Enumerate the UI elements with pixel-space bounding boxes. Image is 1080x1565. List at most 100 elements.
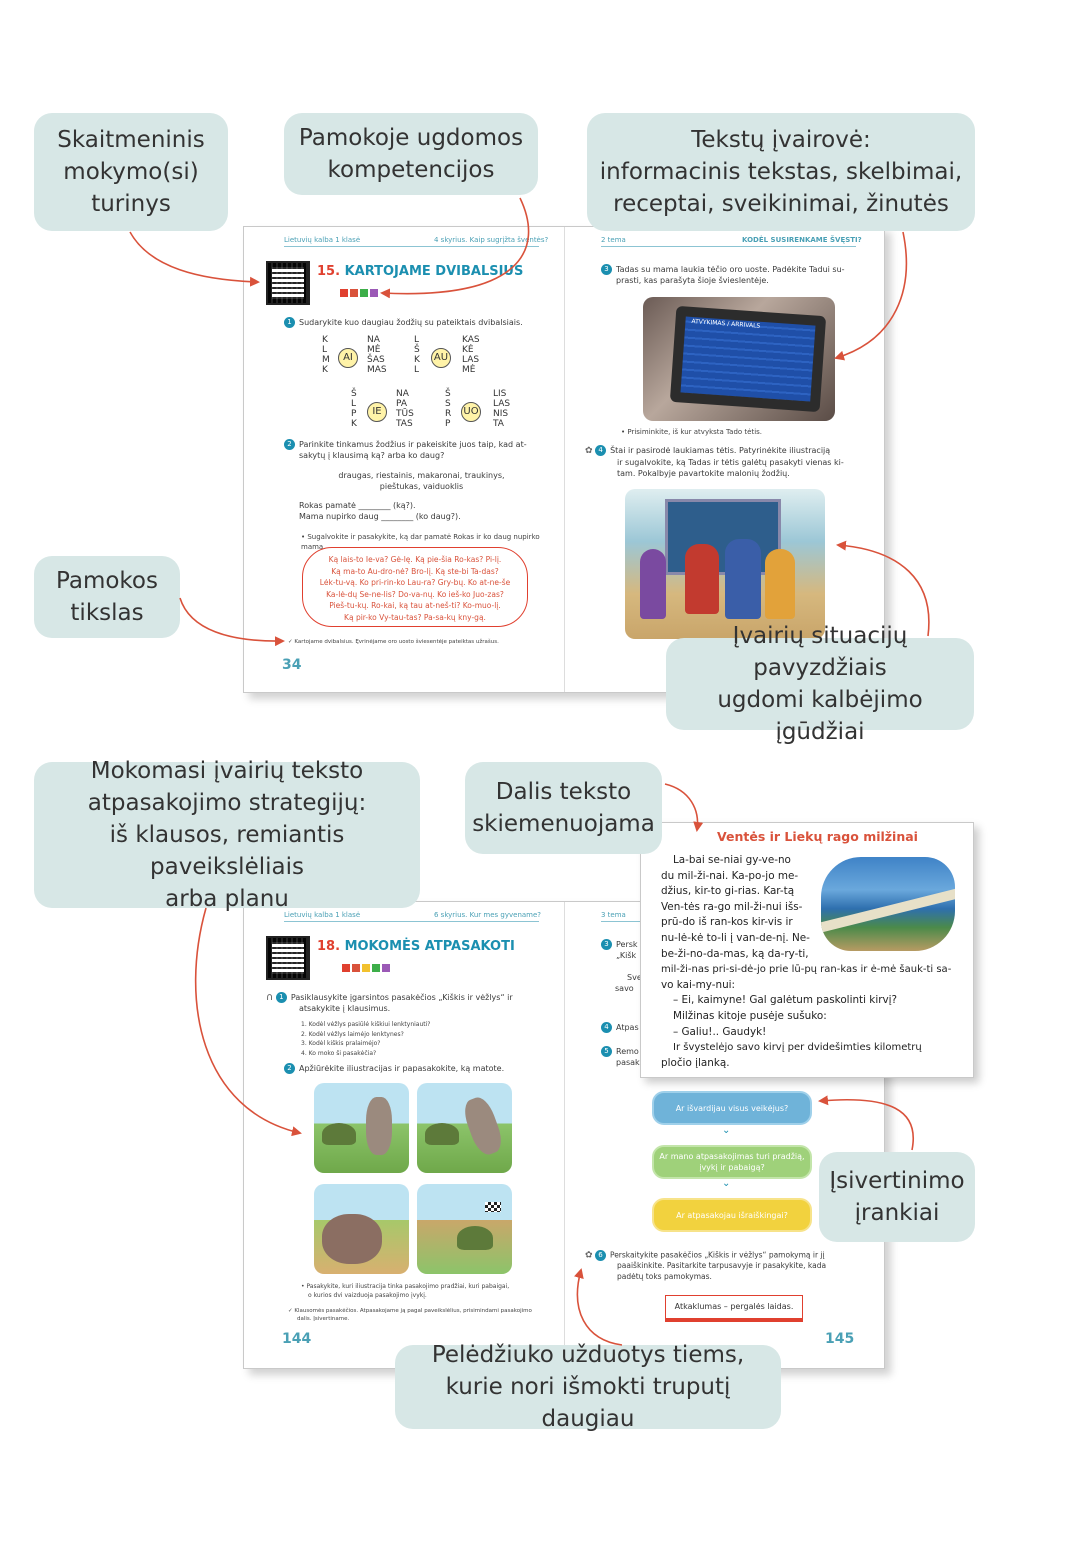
lesson-moral-box: Atkaklumas – pergalės laidas.: [665, 1295, 803, 1322]
competency-square-purple: [370, 289, 378, 297]
diphthong-ai: AI: [338, 348, 358, 368]
task-number-icon: 6: [594, 1250, 606, 1261]
task-number-icon: 2: [284, 439, 295, 450]
task-number-icon: 5: [601, 1046, 612, 1057]
task-1: 1 Sudarykite kuo daugiau žodžių su pateik…: [284, 317, 554, 328]
self-check-pill-2: Ar mano atpasakojimas turi pradžią, įvyk…: [652, 1145, 812, 1179]
fable-illustration-3: [314, 1184, 409, 1274]
lesson-goal-text: ✓ Klausomės pasakėčios. Atpasakojame ją …: [288, 1308, 532, 1322]
airport-photo: ATVYKIMAS / ARRIVALS: [643, 297, 835, 421]
bullet-instruction: • Sugalvokite ir pasakykite, ką dar pama…: [301, 533, 540, 551]
lesson-title-text: MOKOMĖS ATPASAKOTI: [344, 939, 515, 954]
diphthong-ie: IE: [367, 402, 387, 422]
diphthong-uo: UO: [461, 402, 481, 422]
task-number-icon: 3: [601, 939, 612, 950]
callout-owl-tasks: Pelėdžiuko užduotys tiems,kurie nori išm…: [395, 1342, 781, 1432]
page-header-left: Lietuvių kalba 1 klasė: [284, 911, 361, 919]
competency-square-yellow: [362, 964, 370, 972]
task-number-icon: 1: [275, 992, 287, 1003]
poem-text: Ką lais-to Ie-va? Gė-lę. Ką pie-šia Ro-k…: [319, 555, 511, 622]
page-left: Lietuvių kalba 1 klasė 4 skyrius. Kaip s…: [244, 227, 565, 692]
header-rule: [284, 246, 539, 247]
airport-reunion-illustration: [625, 489, 825, 639]
lesson-number: 18.: [317, 939, 341, 954]
task-number-icon: 3: [601, 264, 612, 275]
task-1-text: Sudarykite kuo daugiau žodžių su pateikt…: [299, 318, 523, 327]
bullet-instruction: • Pasakykite, kuri iliustracija tinka pa…: [301, 1283, 510, 1299]
arrow-digital: [129, 231, 260, 287]
owl-icon: ✿: [585, 1250, 593, 1261]
lesson-title-text: KARTOJAME DVIBALSIUS: [344, 264, 524, 279]
page-header-theme: 3 tema: [601, 911, 626, 919]
syllable-text-box: Ventės ir Liekų rago milžinai La-bai se-…: [640, 822, 974, 1078]
header-rule: [601, 246, 856, 247]
competency-square-red2: [350, 289, 358, 297]
fable-illustration-2: [417, 1083, 512, 1173]
competency-square-red: [340, 289, 348, 297]
headphones-icon: ∩: [266, 992, 274, 1003]
page-number-left: 34: [282, 657, 302, 673]
word-list: draugas, riestainis, makaronai, traukiny…: [338, 471, 505, 491]
finish-flag-icon: [485, 1202, 501, 1212]
competency-square-red2: [352, 964, 360, 972]
arrivals-board: ATVYKIMAS / ARRIVALS: [669, 305, 827, 413]
page-header-theme: 2 tema: [601, 236, 626, 244]
page-header-chapter: 4 skyrius. Kaip sugrįžta šventės?: [434, 236, 549, 244]
chevron-down-icon: ⌄: [722, 1125, 731, 1136]
task-3-partial-sub: Sve savo: [615, 973, 642, 993]
textbook-spread-bottom: Lietuvių kalba 1 klasė 6 skyrius. Kur me…: [243, 901, 885, 1369]
task-number-icon: 1: [284, 317, 295, 328]
lesson-goal-text: ✓ Kartojame dvibalsius. Ęvrinėjame oro u…: [288, 639, 499, 645]
example-sentences: Rokas pamatė ________ (ką?). Mama nupirk…: [299, 501, 461, 521]
lesson-title: 18. MOKOMĖS ATPASAKOTI: [317, 939, 515, 954]
lesson-number: 15.: [317, 264, 341, 279]
bullet-right: • Prisiminkite, iš kur atvyksta Tado tėt…: [621, 428, 763, 436]
qr-code-icon: [266, 261, 310, 305]
task-number-icon: 4: [601, 1022, 612, 1033]
text-box-body: La-bai se-niai gy-ve-no du mil-ži-nai. K…: [661, 854, 952, 1069]
page-number-left: 144: [282, 1331, 312, 1347]
page-header-chapter: 6 skyrius. Kur mes gyvename?: [434, 911, 542, 919]
competency-square-green: [372, 964, 380, 972]
fable-illustration-1: [314, 1083, 409, 1173]
competency-square-purple: [382, 964, 390, 972]
page-header-left: Lietuvių kalba 1 klasė: [284, 236, 361, 244]
lesson-title: 15. KARTOJAME DVIBALSIUS: [317, 264, 523, 279]
poem-box: [302, 547, 528, 627]
question-list: 1. Kodėl vėžlys pasiūlė kiškiui lenktyni…: [301, 1021, 431, 1057]
task-number-icon: 4: [595, 445, 607, 456]
header-rule: [284, 921, 539, 922]
callout-text-variety: Tekstų įvairovė:informacinis tekstas, sk…: [587, 113, 975, 231]
chevron-down-icon: ⌄: [722, 1178, 731, 1189]
owl-icon: ✿: [585, 446, 593, 456]
competency-square-green: [360, 289, 368, 297]
competency-square-red: [342, 964, 350, 972]
page-header-topic: KODĖL SUSIRENKAME ŠVĘSTI?: [742, 236, 862, 244]
task-number-icon: 2: [284, 1063, 295, 1074]
page-left: Lietuvių kalba 1 klasė 6 skyrius. Kur me…: [244, 902, 565, 1368]
text-box-title: Ventės ir Liekų rago milžinai: [717, 829, 918, 844]
self-check-pill-1: Ar išvardijau visus veikėjus?: [652, 1091, 812, 1125]
